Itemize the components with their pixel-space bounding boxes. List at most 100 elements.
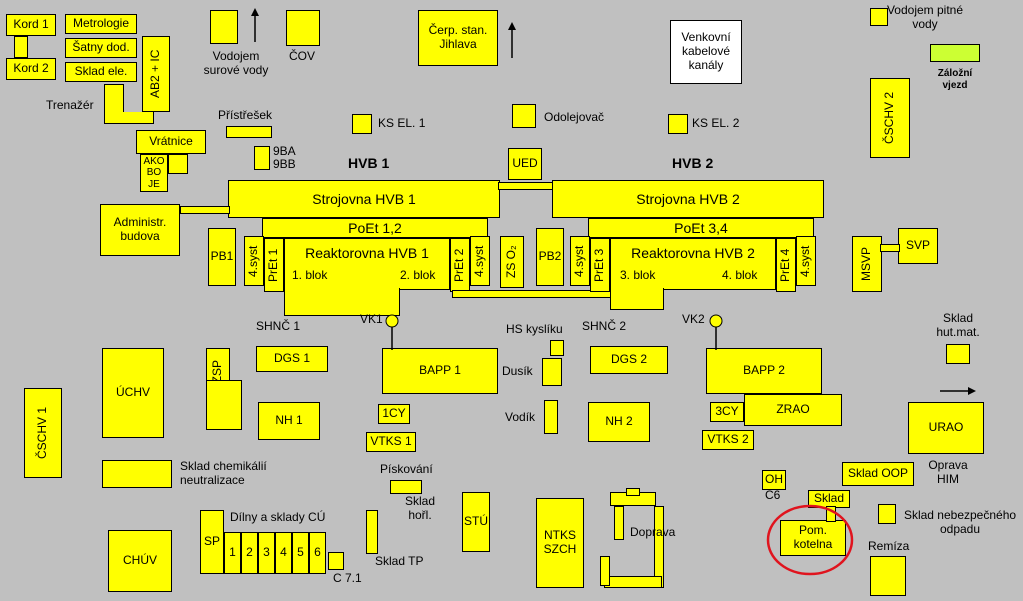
hzsp-annex	[206, 380, 242, 430]
pret3-building[interactable]: PrEt 3	[590, 238, 610, 292]
piskovani-label: Pískování	[380, 462, 433, 476]
poet34-building[interactable]: PoEt 3,4	[588, 218, 814, 238]
hs-kysliku-label: HS kyslíku	[506, 322, 563, 336]
chuv-building[interactable]: CHÚV	[108, 530, 172, 592]
pristresek-building[interactable]	[226, 126, 272, 138]
nh2-building[interactable]: NH 2	[588, 402, 650, 442]
dilna-3-building[interactable]: 3	[258, 532, 275, 574]
remiza-building[interactable]	[870, 556, 906, 596]
bapp2-building[interactable]: BAPP 2	[706, 348, 822, 394]
pret2-building[interactable]: PrEt 2	[450, 238, 470, 292]
sklad-tp-building[interactable]	[366, 510, 378, 554]
ntks-szch-building[interactable]: NTKS SZCH	[536, 498, 584, 588]
reaktorovna-hvb1-building[interactable]: Reaktorovna HVB 1	[284, 238, 450, 290]
pret1-building[interactable]: PrEt 1	[264, 238, 284, 292]
pb1-building[interactable]: PB1	[208, 228, 236, 286]
zrao-building[interactable]: ZRAO	[744, 394, 842, 426]
shnc2-label: SHNČ 2	[582, 319, 627, 333]
kord1-building[interactable]: Kord 1	[6, 14, 56, 36]
oh-building[interactable]: OH	[762, 470, 786, 490]
strojovna-hvb1-building[interactable]: Strojovna HVB 1	[228, 180, 500, 218]
4syst-b-building[interactable]: 4.syst	[470, 236, 490, 286]
msvp-building[interactable]: MSVP	[852, 236, 882, 292]
sklad-horl-label: Sklad hořl.	[404, 494, 436, 522]
doprava-left	[614, 506, 624, 540]
sklad-nebezpecneho-building[interactable]	[878, 504, 896, 524]
venkovni-kanaly-box[interactable]: Venkovní kabelové kanály	[670, 20, 742, 84]
zso2-building[interactable]: ZS O₂	[500, 236, 524, 288]
blok4-label: 4. blok	[722, 268, 758, 282]
blok3-label: 3. blok	[620, 268, 656, 282]
svp-building[interactable]: SVP	[898, 228, 938, 264]
pom-kotelna-building[interactable]: Pom. kotelna	[780, 520, 846, 556]
dgs2-building[interactable]: DGS 2	[590, 346, 668, 374]
4syst-a-building[interactable]: 4.syst	[244, 236, 264, 286]
hs-kysliku-building[interactable]	[550, 340, 564, 356]
reaktorovna-hvb1-lower	[284, 288, 400, 316]
sklad-nebezpecneho-label: Sklad nebezpečného odpadu	[903, 508, 1017, 536]
odolejovac-building[interactable]	[512, 104, 536, 128]
dusik-building[interactable]	[542, 358, 562, 386]
sklad-hut-building[interactable]	[946, 344, 970, 364]
1cy-building[interactable]: 1CY	[378, 404, 410, 424]
cerp-stan-building[interactable]: Čerp. stan. Jihlava	[418, 10, 498, 66]
poet12-building[interactable]: PoEt 1,2	[262, 218, 488, 238]
satny-building[interactable]: Šatny dod.	[65, 38, 137, 58]
uchv-building[interactable]: ÚCHV	[102, 348, 164, 438]
arrow-head-3	[968, 387, 976, 395]
vratnice-annex	[168, 154, 188, 174]
c71-building[interactable]	[328, 552, 344, 570]
dilna-6-building[interactable]: 6	[309, 532, 326, 574]
ab2ic-building[interactable]: AB2 + IC	[142, 36, 170, 112]
oprava-him-label: Oprava HIM	[928, 458, 968, 486]
3cy-building[interactable]: 3CY	[710, 402, 744, 422]
vodojem-pitne-label: Vodojem pitné vody	[886, 3, 964, 31]
vodik-building[interactable]	[544, 400, 558, 434]
ks-el2-building[interactable]	[668, 114, 688, 134]
dilna-5-building[interactable]: 5	[292, 532, 309, 574]
vtks1-building[interactable]: VTKS 1	[366, 432, 416, 452]
nh1-building[interactable]: NH 1	[258, 402, 320, 440]
sklad-ele-building[interactable]: Sklad ele.	[65, 62, 137, 82]
dilna-1-building[interactable]: 1	[224, 532, 241, 574]
ks-el1-building[interactable]	[352, 114, 372, 134]
vratnice-building[interactable]: Vrátnice	[136, 130, 206, 154]
administr-budova-building[interactable]: Administr. budova	[100, 204, 180, 256]
metrologie-building[interactable]: Metrologie	[65, 14, 137, 34]
dgs1-building[interactable]: DGS 1	[256, 346, 328, 372]
vtks2-building[interactable]: VTKS 2	[702, 430, 754, 450]
dilna-4-building[interactable]: 4	[275, 532, 292, 574]
svp-connector	[880, 244, 900, 252]
pret4-building[interactable]: PrEt 4	[776, 238, 796, 292]
cschv1-building[interactable]: ČSCHV 1	[24, 388, 62, 478]
piskovani-building[interactable]	[390, 480, 422, 494]
pb2-building[interactable]: PB2	[536, 228, 564, 286]
sklad-building[interactable]: Sklad	[808, 490, 850, 508]
9ba-label: 9BA	[273, 144, 296, 158]
4syst-c-building[interactable]: 4.syst	[570, 236, 590, 286]
ued-building[interactable]: UED	[508, 148, 542, 180]
pom-kotelna-chimney	[826, 506, 836, 522]
sp-building[interactable]: SP	[200, 510, 224, 574]
dilna-2-building[interactable]: 2	[241, 532, 258, 574]
cov-building[interactable]	[286, 10, 320, 46]
shnc1-label: SHNČ 1	[256, 319, 301, 333]
sklad-chemikalii-building[interactable]	[102, 460, 172, 488]
cschv2-building[interactable]: ČSCHV 2	[870, 78, 910, 158]
vodojem-surove-building[interactable]	[210, 10, 238, 44]
doprava-label: Doprava	[630, 525, 676, 539]
strojovna-hvb2-building[interactable]: Strojovna HVB 2	[552, 180, 824, 218]
reaktorovna-hvb2-building[interactable]: Reaktorovna HVB 2	[610, 238, 776, 290]
9ba-building[interactable]	[254, 146, 270, 170]
vodojem-pitne-building[interactable]	[870, 8, 888, 26]
sklad-oop-building[interactable]: Sklad OOP	[842, 462, 914, 486]
kord2-building[interactable]: Kord 2	[6, 58, 56, 80]
dilny-label: Dílny a sklady CÚ	[230, 510, 326, 524]
ako-bo-je-building[interactable]: AKO BO JE	[140, 154, 168, 192]
stu-building[interactable]: STÚ	[462, 492, 490, 552]
4syst-d-building[interactable]: 4.syst	[796, 236, 816, 286]
bapp1-building[interactable]: BAPP 1	[382, 348, 498, 394]
urao-building[interactable]: URAO	[908, 402, 984, 454]
vk2-circle	[709, 314, 723, 328]
trenazer-label: Trenažér	[46, 98, 94, 112]
